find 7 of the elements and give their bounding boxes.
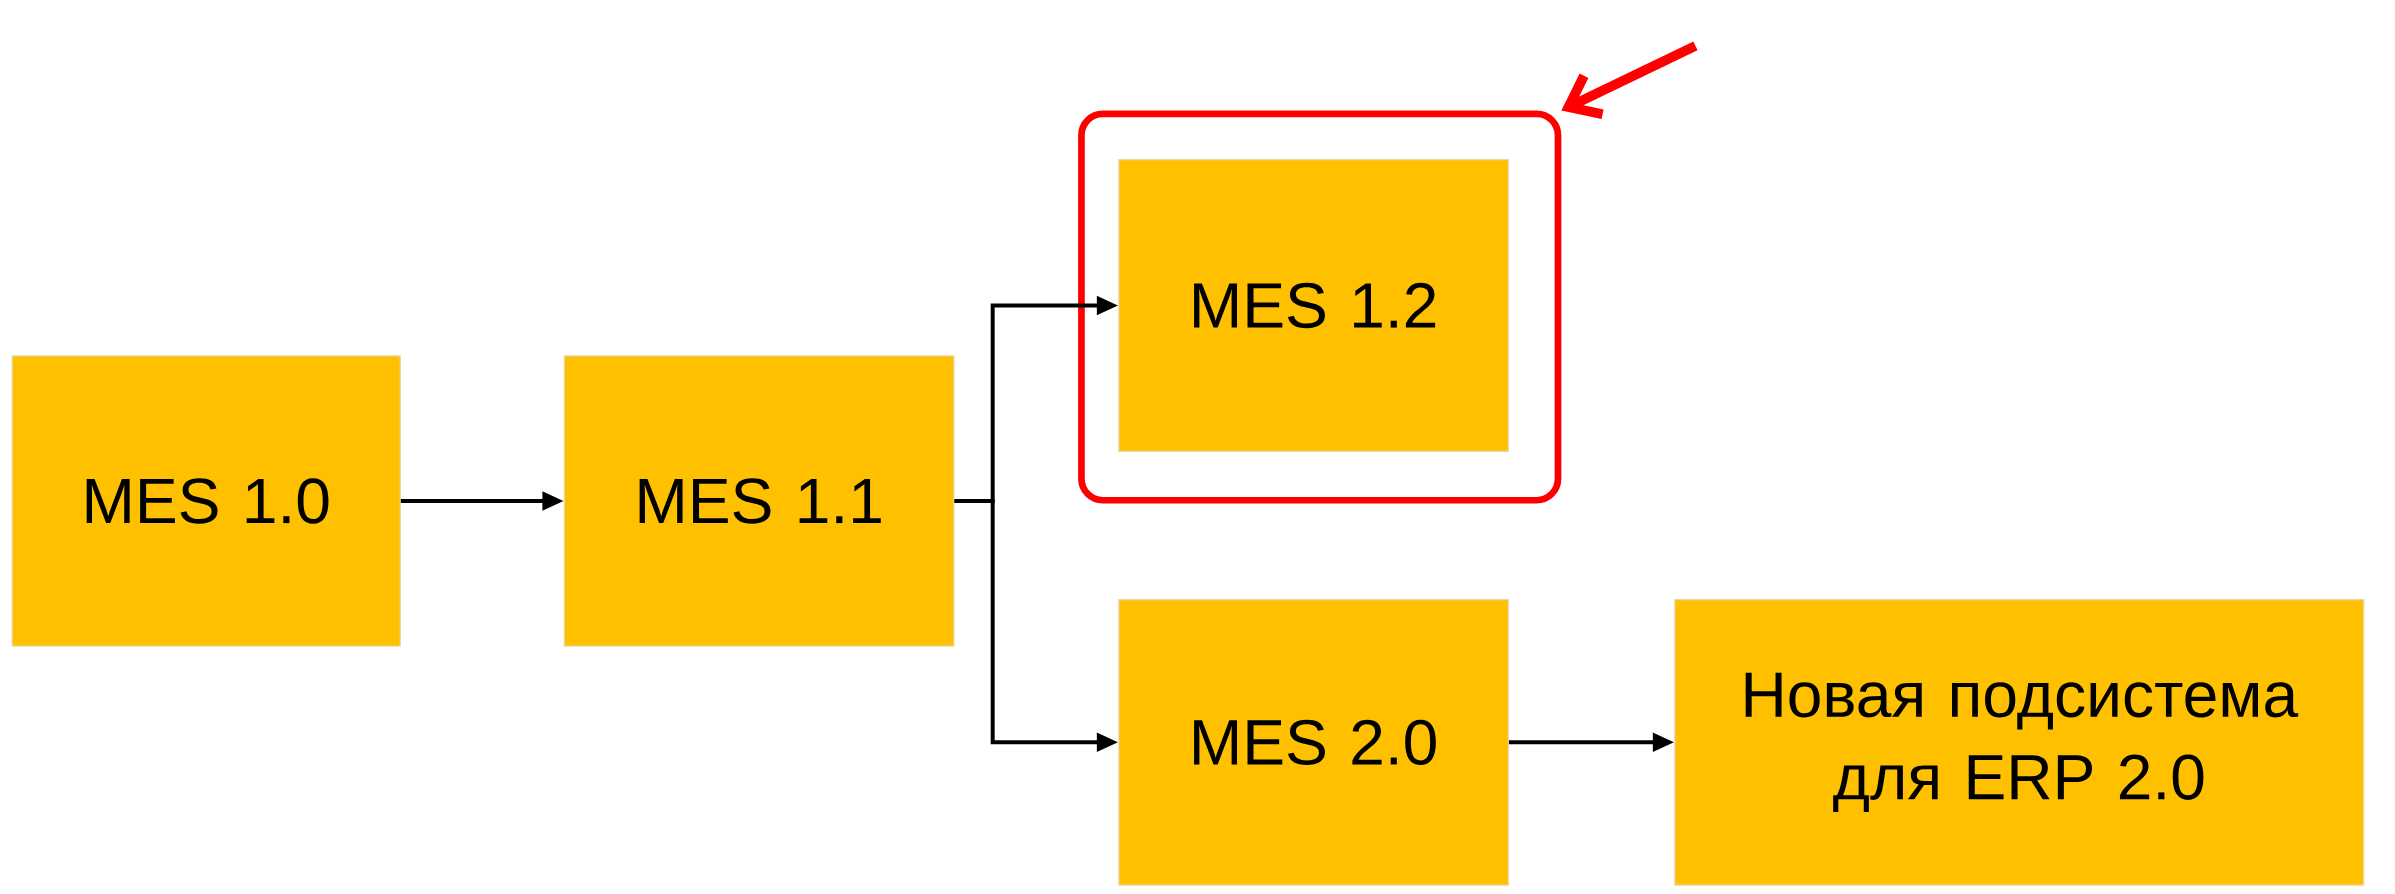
highlight-frame xyxy=(1078,110,1562,504)
process-box: Новая подсистема для ERP 2.0 xyxy=(1674,599,2365,886)
process-box: MES 1.0 xyxy=(11,355,401,647)
process-box: MES 2.0 xyxy=(1118,599,1509,886)
arrow xyxy=(1561,41,1698,120)
process-box: MES 1.2 xyxy=(1118,159,1509,453)
process-box: MES 1.1 xyxy=(563,355,955,647)
